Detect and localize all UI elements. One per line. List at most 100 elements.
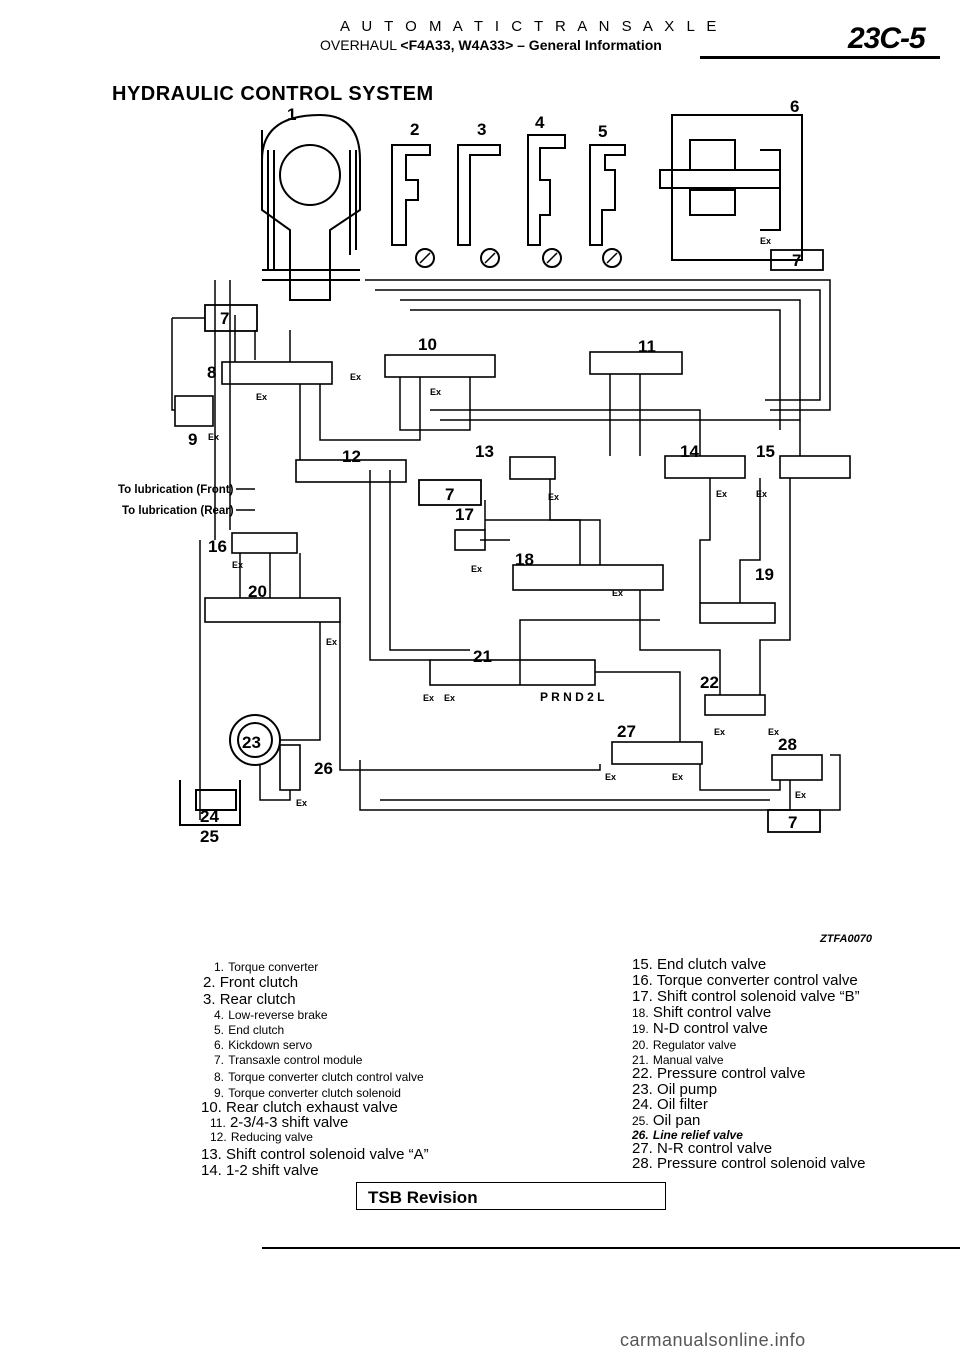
- callout-25: 25: [200, 827, 219, 846]
- callout-15: 15: [756, 442, 775, 461]
- header-rule: [700, 56, 940, 59]
- legend-item-8: 8. Torque converter clutch control valve: [214, 1070, 424, 1084]
- legend-item-28: 28. Pressure control solenoid valve: [632, 1155, 866, 1172]
- callout-7c: 7: [445, 485, 454, 504]
- legend-item-13: 13. Shift control solenoid valve “A”: [201, 1146, 429, 1163]
- page-number: 23C-5: [848, 22, 926, 55]
- ex-label: Ex: [548, 492, 559, 502]
- callout-18: 18: [515, 550, 534, 569]
- legend-item-2: 2. Front clutch: [203, 974, 299, 991]
- footer-rule: [262, 1247, 960, 1249]
- tsb-underline: [356, 1209, 666, 1210]
- legend-item-26: 26. Line relief valve: [632, 1128, 743, 1142]
- callout-3: 3: [477, 120, 486, 139]
- oil-pump-and-pan: [179, 714, 281, 826]
- callout-10: 10: [418, 335, 437, 354]
- legend-item-10: 10. Rear clutch exhaust valve: [201, 1099, 398, 1116]
- callout-7b: 7: [792, 251, 801, 270]
- callout-24: 24: [200, 807, 219, 826]
- callout-4: 4: [535, 113, 545, 132]
- legend-item-9: 9. Torque converter clutch solenoid: [214, 1086, 401, 1100]
- ex-label: Ex: [795, 790, 806, 800]
- header-title: A U T O M A T I C T R A N S A X L E: [340, 18, 721, 35]
- callout-14: 14: [680, 442, 699, 461]
- lub-rear-label: To lubrication (Rear): [122, 505, 234, 517]
- callout-1: 1: [287, 105, 296, 124]
- legend-item-15: 15. End clutch valve: [632, 956, 767, 973]
- ex-label: Ex: [326, 637, 337, 647]
- legend-item-22: 22. Pressure control valve: [632, 1065, 806, 1082]
- hydraulic-diagram: 1 2 3 4 5 6 7 8 9 10 11 12 13 14 15 16 1…: [118, 97, 851, 846]
- legend-item-7: 7. Transaxle control module: [214, 1053, 363, 1067]
- callout-5: 5: [598, 122, 607, 141]
- callout-20: 20: [248, 582, 267, 601]
- watermark-link[interactable]: carmanualsonline.info: [620, 1330, 806, 1350]
- hydraulic-lines: [171, 279, 841, 820]
- callout-2: 2: [410, 120, 419, 139]
- callout-7a: 7: [220, 309, 229, 328]
- ex-label: Ex: [430, 387, 441, 397]
- callout-23: 23: [242, 733, 261, 752]
- ex-label: Ex: [612, 588, 623, 598]
- ex-label: Ex: [672, 772, 683, 782]
- callout-13: 13: [475, 442, 494, 461]
- ex-label: Ex: [605, 772, 616, 782]
- legend-item-23: 23. Oil pump: [632, 1081, 718, 1098]
- legend-item-24: 24. Oil filter: [632, 1096, 708, 1113]
- ex-label: Ex: [423, 693, 434, 703]
- ex-label: Ex: [471, 564, 482, 574]
- callout-19: 19: [755, 565, 774, 584]
- callout-22: 22: [700, 673, 719, 692]
- legend-item-3: 3. Rear clutch: [203, 991, 296, 1008]
- callout-26: 26: [314, 759, 333, 778]
- legend-item-25: 25. Oil pan: [632, 1112, 701, 1129]
- exhaust-labels: Ex Ex Ex Ex Ex Ex Ex Ex Ex Ex Ex Ex Ex E…: [208, 236, 806, 808]
- legend-item-5: 5. End clutch: [214, 1023, 285, 1037]
- callout-27: 27: [617, 722, 636, 741]
- callout-9: 9: [188, 430, 197, 449]
- ex-label: Ex: [232, 560, 243, 570]
- torque-converter-shape: [261, 113, 361, 301]
- ex-label: Ex: [296, 798, 307, 808]
- ex-label: Ex: [208, 432, 219, 442]
- legend-item-21: 21. Manual valve: [632, 1053, 724, 1067]
- header-subtitle-models: <F4A33, W4A33> – General Information: [400, 37, 662, 53]
- legend-item-16: 16. Torque converter control valve: [632, 972, 858, 989]
- legend-item-20: 20. Regulator valve: [632, 1038, 737, 1052]
- valve-bodies: [174, 351, 851, 791]
- legend-item-1: 1. Torque converter: [214, 960, 319, 974]
- legend-item-27: 27. N-R control valve: [632, 1140, 773, 1157]
- tsb-box: [356, 1182, 666, 1210]
- legend-item-11: 11. 2-3/4-3 shift valve: [210, 1114, 349, 1131]
- ex-label: Ex: [256, 392, 267, 402]
- clutch-elements: [391, 134, 626, 268]
- callout-16: 16: [208, 537, 227, 556]
- header-subtitle: OVERHAUL <F4A33, W4A33> – General Inform…: [320, 37, 662, 53]
- callout-6: 6: [790, 97, 799, 116]
- callout-7d: 7: [788, 813, 797, 832]
- tcm-boxes: [204, 249, 824, 833]
- legend-item-14: 14. 1-2 shift valve: [201, 1162, 319, 1179]
- figure-code: ZTFA0070: [820, 933, 872, 945]
- legend-item-4: 4. Low-reverse brake: [214, 1008, 328, 1022]
- header-subtitle-prefix: OVERHAUL: [320, 37, 397, 53]
- ex-label: Ex: [714, 727, 725, 737]
- ex-label: Ex: [760, 236, 771, 246]
- ex-label: Ex: [768, 727, 779, 737]
- legend-item-18: 18. Shift control valve: [632, 1004, 772, 1021]
- ex-label: Ex: [350, 372, 361, 382]
- callout-12: 12: [342, 447, 361, 466]
- callout-numbers: 1 2 3 4 5 6 7 8 9 10 11 12 13 14 15 16 1…: [188, 97, 801, 846]
- ex-label: Ex: [756, 489, 767, 499]
- lub-front-label: To lubrication (Front): [118, 484, 234, 496]
- legend-item-17: 17. Shift control solenoid valve “B”: [632, 988, 860, 1005]
- legend-item-6: 6. Kickdown servo: [214, 1038, 313, 1052]
- tsb-revision-label: TSB Revision: [368, 1188, 478, 1207]
- ex-label: Ex: [444, 693, 455, 703]
- section-title: HYDRAULIC CONTROL SYSTEM: [112, 83, 434, 105]
- callout-28: 28: [778, 735, 797, 754]
- callout-8: 8: [207, 363, 216, 382]
- kickdown-servo: [659, 114, 803, 261]
- legend-item-12: 12. Reducing valve: [210, 1130, 313, 1144]
- callout-11: 11: [638, 337, 656, 356]
